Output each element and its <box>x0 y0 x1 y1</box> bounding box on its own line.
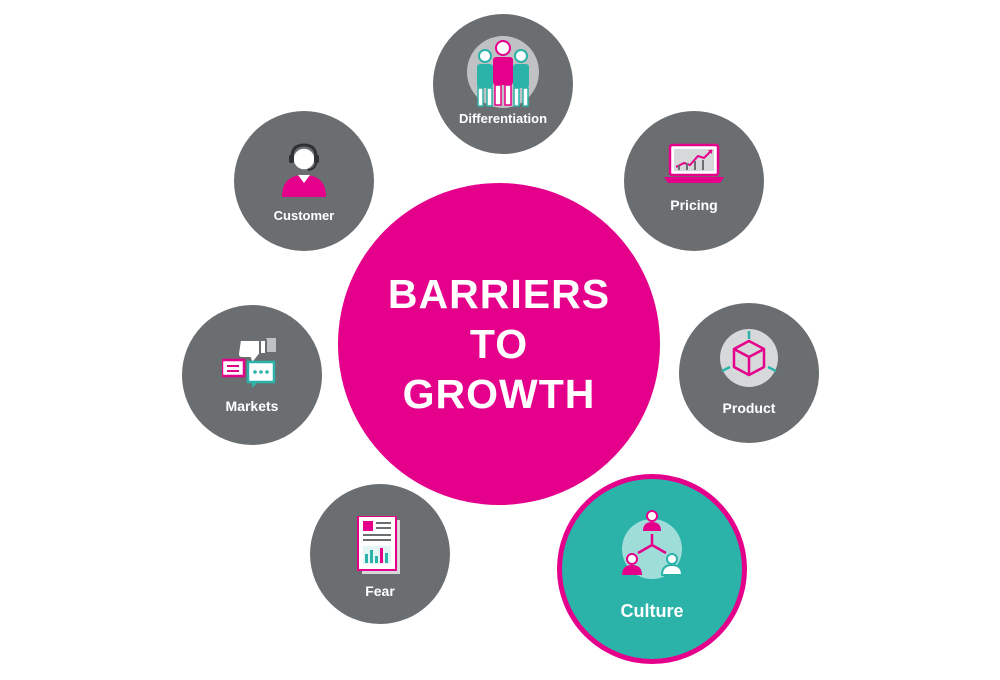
node-label-product: Product <box>722 400 776 416</box>
node-culture: Culture <box>557 474 747 664</box>
node-differentiation: Differentiation <box>433 14 573 154</box>
center-title-line-1: BARRIERS <box>387 271 611 317</box>
team-people-icon <box>467 36 539 108</box>
headset-person-icon <box>282 143 326 197</box>
node-label-customer: Customer <box>273 208 335 223</box>
node-label-culture: Culture <box>620 601 684 621</box>
node-fear: Fear <box>310 484 450 624</box>
center-title-line-2: TO <box>469 321 529 367</box>
node-label-fear: Fear <box>365 583 395 599</box>
report-document-icon <box>357 516 400 574</box>
node-label-differentiation: Differentiation <box>458 111 548 126</box>
node-customer: Customer <box>234 111 374 251</box>
center-title-line-3: GROWTH <box>402 371 596 417</box>
node-label-markets: Markets <box>225 398 279 414</box>
org-hierarchy-icon <box>622 510 684 579</box>
center-circle: BARRIERS TO GROWTH <box>338 183 660 505</box>
node-product: Product <box>679 303 819 443</box>
node-markets: Markets <box>182 305 322 445</box>
node-pricing: Pricing <box>624 111 764 251</box>
thumbs-down-feedback-icon <box>222 338 276 388</box>
laptop-chart-icon <box>664 143 724 183</box>
node-label-pricing: Pricing <box>670 197 718 213</box>
cube-icon <box>720 329 778 387</box>
